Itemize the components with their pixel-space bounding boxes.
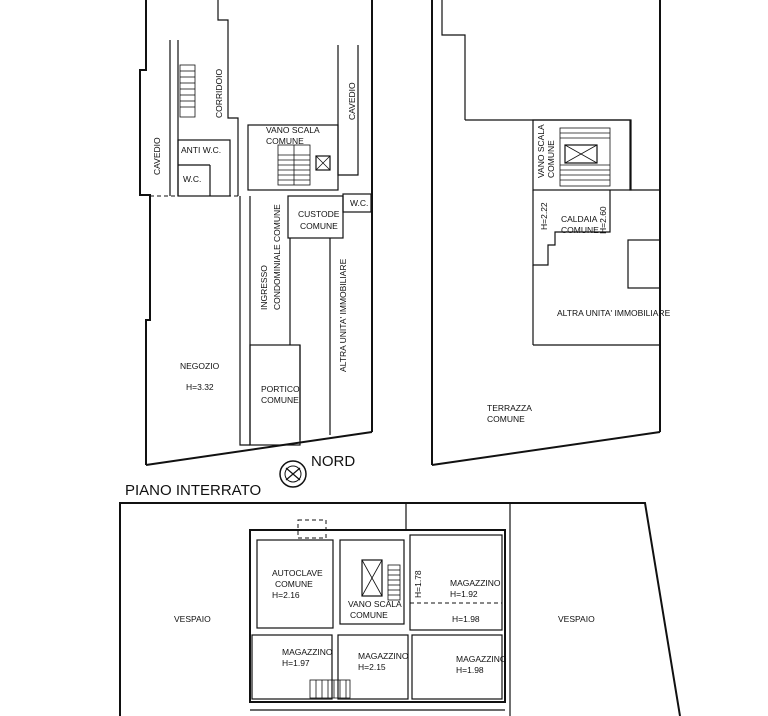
ground-floor-right-block xyxy=(431,0,661,466)
ground-floor-left-block xyxy=(139,0,373,466)
label-terrazza-1: TERRAZZA xyxy=(487,403,532,413)
label-h-198: H=1.98 xyxy=(452,614,480,624)
label-autoclave-1: AUTOCLAVE xyxy=(272,568,323,578)
label-cavedio-right: CAVEDIO xyxy=(347,82,357,120)
label-magazzino-a: MAGAZZINO xyxy=(450,578,501,588)
label-h-260: H=2.60 xyxy=(598,206,608,234)
label-vano-scala-right-1: VANO SCALA xyxy=(536,124,546,178)
label-portico-1: PORTICO xyxy=(261,384,300,394)
label-caldaia-1: CALDAIA xyxy=(561,214,598,224)
label-ingresso-1: INGRESSO xyxy=(259,265,269,310)
label-altra-unita-vertical: ALTRA UNITA' IMMOBILIARE xyxy=(338,258,348,372)
label-magazzino-b-h: H=1.97 xyxy=(282,658,310,668)
label-h-178: H=1.78 xyxy=(413,570,423,598)
label-vano-scala-2: COMUNE xyxy=(266,136,304,146)
label-caldaia-2: COMUNE xyxy=(561,225,599,235)
label-terrazza-2: COMUNE xyxy=(487,414,525,424)
label-vano-scala-1: VANO SCALA xyxy=(266,125,320,135)
label-magazzino-b: MAGAZZINO xyxy=(282,647,333,657)
label-wc-mid: W.C. xyxy=(350,198,368,208)
label-nord: NORD xyxy=(311,453,355,470)
label-wc-left: W.C. xyxy=(183,174,201,184)
north-arrow-icon xyxy=(279,460,307,488)
label-magazzino-a-h: H=1.92 xyxy=(450,589,478,599)
label-vespaio-right: VESPAIO xyxy=(558,614,595,624)
label-autoclave-2: COMUNE xyxy=(275,579,313,589)
label-anti-wc: ANTI W.C. xyxy=(181,145,221,155)
label-vespaio-left: VESPAIO xyxy=(174,614,211,624)
label-magazzino-c-h: H=2.15 xyxy=(358,662,386,672)
label-altra-unita-right: ALTRA UNITA' IMMOBILIARE xyxy=(557,308,671,318)
label-negozio: NEGOZIO xyxy=(180,361,220,371)
label-custode-2: COMUNE xyxy=(300,221,338,231)
label-magazzino-d: MAGAZZINO xyxy=(456,654,507,664)
label-vano-scala-right-2: COMUNE xyxy=(546,140,556,178)
label-portico-2: COMUNE xyxy=(261,395,299,405)
label-vano-scala-int-1: VANO SCALA xyxy=(348,599,402,609)
label-magazzino-d-h: H=1.98 xyxy=(456,665,484,675)
label-ingresso-2: CONDOMINIALE COMUNE xyxy=(272,204,282,310)
label-negozio-h: H=3.32 xyxy=(186,382,214,392)
label-corridoio: CORRIDOIO xyxy=(214,69,224,119)
label-h-222: H=2.22 xyxy=(539,202,549,230)
basement-block xyxy=(119,502,681,716)
label-vano-scala-int-2: COMUNE xyxy=(350,610,388,620)
label-piano-interrato: PIANO INTERRATO xyxy=(125,482,261,499)
label-custode-1: CUSTODE xyxy=(298,209,340,219)
label-cavedio-left: CAVEDIO xyxy=(152,137,162,175)
label-magazzino-c: MAGAZZINO xyxy=(358,651,409,661)
label-autoclave-h: H=2.16 xyxy=(272,590,300,600)
